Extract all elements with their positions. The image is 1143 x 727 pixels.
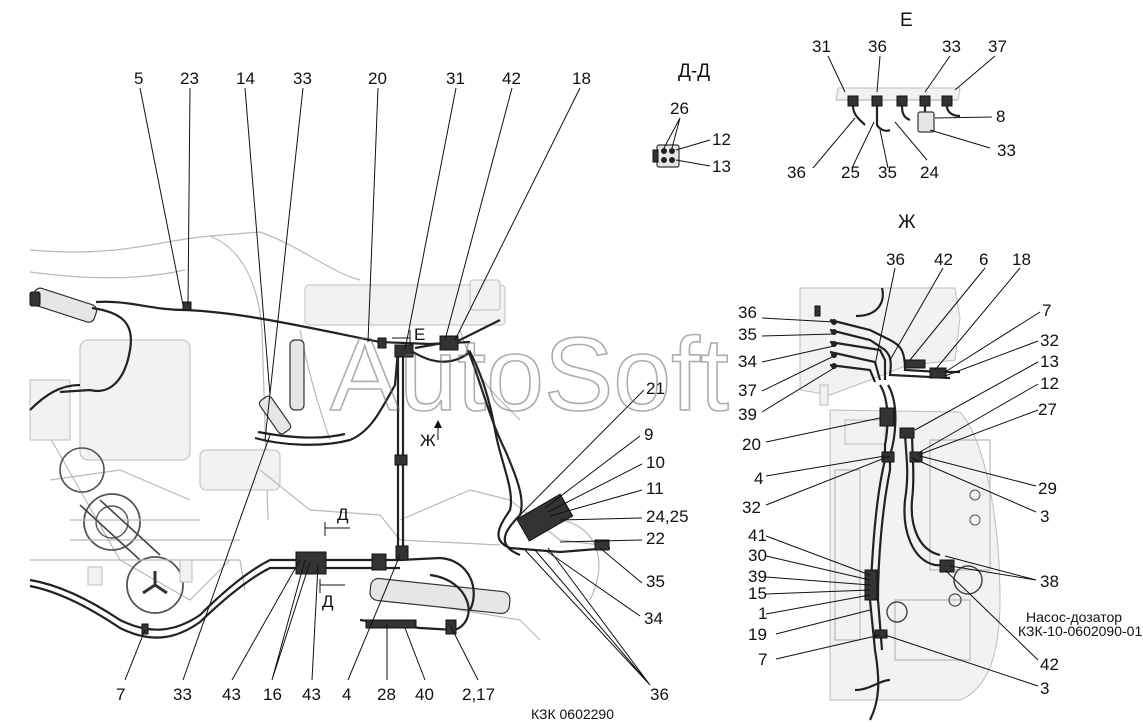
main-leaders-bottom	[124, 434, 479, 681]
section-marker-zh: Ж	[420, 420, 442, 450]
callout-20-zh: 20	[742, 435, 761, 454]
section-d-top-label: Д	[337, 505, 349, 524]
section-d-bottom-label: Д	[322, 592, 334, 611]
callout-39-zh-top: 39	[738, 405, 757, 424]
callout-13-zh: 13	[1040, 352, 1059, 371]
callout-10: 10	[646, 453, 665, 472]
callout-26: 26	[670, 99, 689, 118]
callout-11: 11	[646, 479, 664, 498]
callout-38-zh: 38	[1040, 572, 1059, 591]
callout-33-e-bottom: 33	[997, 141, 1016, 160]
callout-32-zh-left: 32	[742, 498, 761, 517]
callout-4-zh: 4	[754, 469, 763, 488]
callout-30-zh: 30	[748, 546, 767, 565]
callout-32-zh-right: 32	[1040, 331, 1059, 350]
callout-42: 42	[502, 69, 521, 88]
section-e-mark-label: Е	[414, 325, 425, 344]
callout-36-e-top: 36	[868, 37, 887, 56]
watermark: AutoSoft	[330, 317, 729, 433]
section-zh-title: Ж	[898, 212, 916, 233]
callout-1-zh: 1	[758, 604, 767, 623]
vertical-cylinder	[258, 339, 305, 435]
callout-23: 23	[180, 69, 199, 88]
main-fittings	[141, 301, 610, 635]
callout-33-top: 33	[293, 69, 312, 88]
callout-37-zh: 37	[738, 381, 757, 400]
pump-name: Насос-дозатор	[1026, 609, 1122, 625]
callout-34-zh: 34	[738, 352, 757, 371]
callout-43-a: 43	[222, 685, 241, 704]
callout-16: 16	[263, 685, 282, 704]
pump-code: КЗК-10-0602090-01	[1018, 623, 1142, 639]
callout-3-zh-bottom: 3	[1040, 679, 1049, 698]
callout-35-e: 35	[878, 163, 897, 182]
callout-22: 22	[646, 529, 665, 548]
section-zh-mark-label: Ж	[420, 431, 436, 450]
callout-28: 28	[377, 685, 396, 704]
section-dd-title: Д-Д	[678, 61, 710, 82]
callout-33-bottom: 33	[173, 685, 192, 704]
callout-41-zh: 41	[748, 526, 767, 545]
callout-12-dd: 12	[712, 130, 731, 149]
main-labels-top: 5 23 14 33 20 31 42 18	[134, 69, 591, 88]
left-hydraulic-cylinder	[29, 287, 98, 323]
main-leaders-right	[519, 389, 651, 686]
callout-18-zh: 18	[1012, 250, 1031, 269]
callout-31: 31	[446, 69, 465, 88]
main-leaders-top	[139, 87, 581, 441]
callout-12-zh: 12	[1040, 374, 1059, 393]
section-marker-d-bottom: Д	[319, 579, 345, 611]
callout-36-e-bottom: 36	[787, 163, 806, 182]
callout-20: 20	[368, 69, 387, 88]
callout-42-zh-bottom: 42	[1040, 655, 1059, 674]
section-marker-d-top: Д	[324, 505, 350, 536]
drawing-code: КЗК 0602290	[531, 706, 614, 722]
section-e-title: Е	[900, 10, 913, 31]
callout-2-17: 2,17	[462, 685, 495, 704]
callout-5: 5	[134, 69, 143, 88]
callout-6-zh: 6	[979, 250, 988, 269]
callout-7-bottom: 7	[116, 685, 125, 704]
callout-36-zh-top: 36	[886, 250, 905, 269]
callout-29-zh: 29	[1038, 479, 1057, 498]
callout-8-e: 8	[996, 107, 1005, 126]
section-zh-view: Ж	[738, 212, 1142, 721]
callout-19-zh: 19	[748, 625, 767, 644]
main-hoses	[29, 300, 611, 639]
callout-7-zh-left: 7	[758, 650, 767, 669]
callout-37-e: 37	[988, 37, 1007, 56]
callout-7-zh-right: 7	[1042, 301, 1051, 320]
callout-9: 9	[644, 425, 653, 444]
callout-34: 34	[644, 609, 663, 628]
callout-35-zh: 35	[738, 325, 757, 344]
callout-35: 35	[646, 572, 665, 591]
bottom-cylinder	[369, 577, 511, 615]
section-dd-view: Д-Д 26 12 13	[652, 61, 731, 176]
callout-31-e: 31	[812, 37, 831, 56]
callout-27-zh: 27	[1038, 400, 1057, 419]
callout-36: 36	[650, 685, 669, 704]
callout-24-25: 24,25	[646, 507, 689, 526]
callout-25-e: 25	[841, 163, 860, 182]
main-labels-bottom: 7 33 43 16 43 4 28 40 2,17	[116, 685, 495, 704]
callout-40: 40	[415, 685, 434, 704]
callout-15-zh: 15	[748, 584, 767, 603]
callout-3-zh-top: 3	[1040, 507, 1049, 526]
callout-36-zh-left: 36	[738, 303, 757, 322]
callout-43-b: 43	[302, 685, 321, 704]
machine-background	[29, 231, 601, 641]
callout-24-e: 24	[920, 163, 939, 182]
callout-4-bottom: 4	[342, 685, 351, 704]
callout-13-dd: 13	[712, 157, 731, 176]
callout-42-zh-top: 42	[934, 250, 953, 269]
callout-39-zh-bottom: 39	[748, 567, 767, 586]
callout-21: 21	[646, 379, 665, 398]
callout-33-e-top: 33	[942, 37, 961, 56]
main-labels-right: 21 9 10 11 24,25 22 35 34 36	[644, 379, 689, 704]
section-e-view: Е 31 36 33 37 36 25 35 24 33 8	[787, 10, 1016, 182]
callout-18: 18	[572, 69, 591, 88]
callout-14: 14	[236, 69, 255, 88]
